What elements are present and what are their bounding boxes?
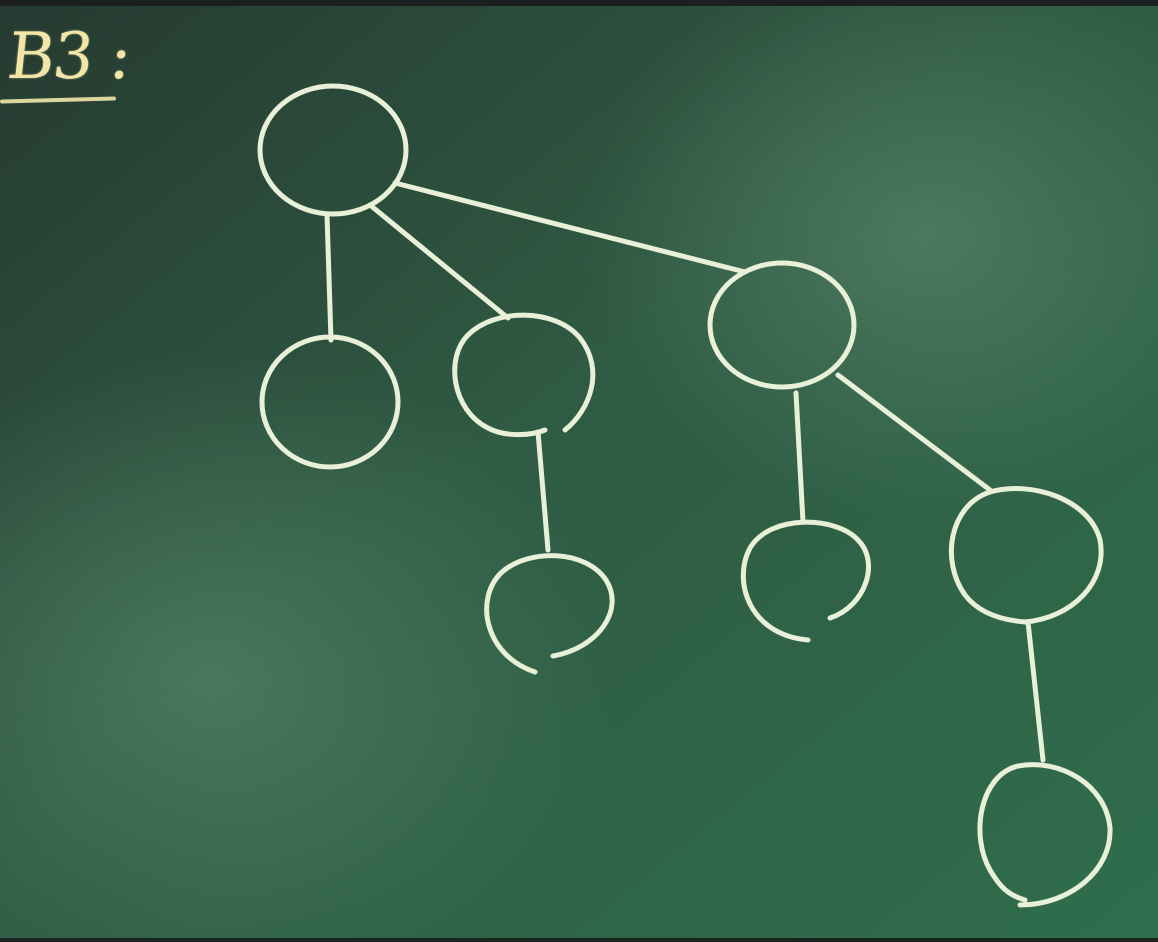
tree-node-root [257,83,409,217]
edge-root-b [367,202,511,321]
bottom-frame-edge [0,938,1158,942]
edge-c-c1 [793,390,806,525]
edge-c2-c2a [1025,619,1046,763]
edge-c-c2 [835,372,993,493]
tree-node-c [707,260,857,390]
edge-root-c [392,180,748,275]
top-frame-edge [0,0,1158,6]
edge-b-b1 [535,429,551,553]
tree-node-b1 [484,553,615,675]
tree-node-c2 [948,486,1104,625]
edge-root-a [324,212,334,343]
tree-node-b [452,312,596,438]
tree-node-c1 [740,519,871,643]
tree-node-c2a [977,762,1113,908]
tree-node-a [259,334,401,470]
